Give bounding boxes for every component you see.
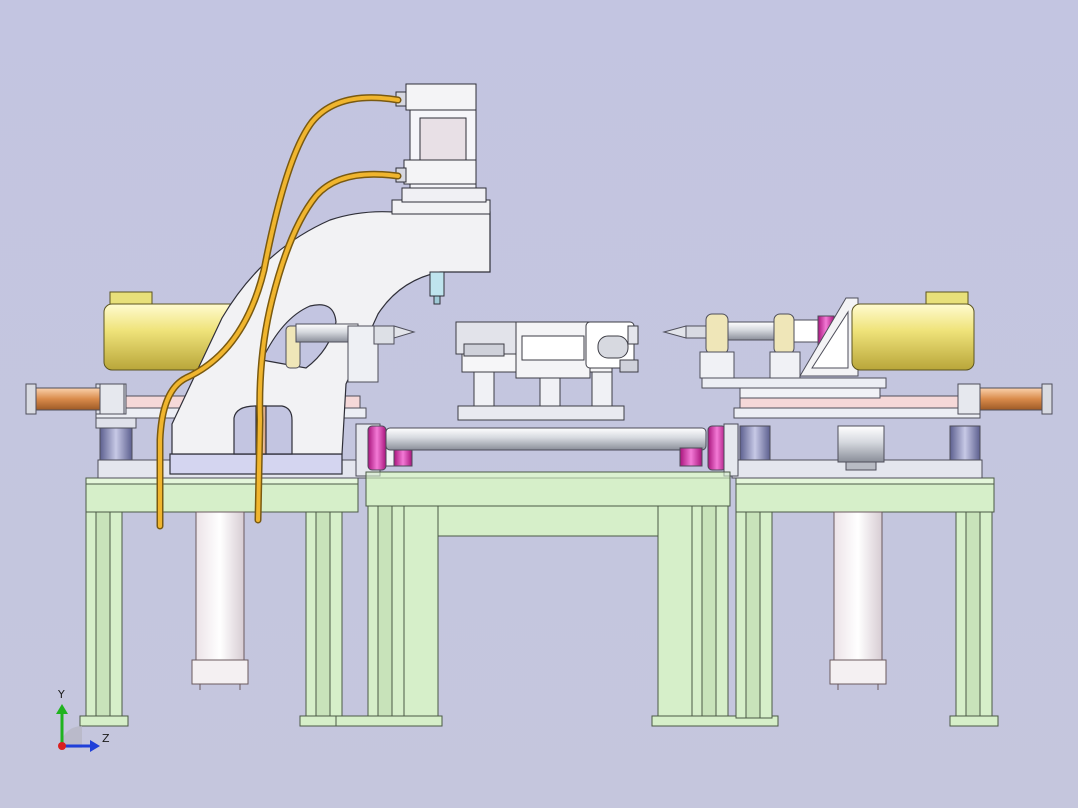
center-fixture: [455, 321, 639, 421]
front-beam: [365, 471, 731, 507]
z-axis-label: Z: [102, 732, 110, 745]
left-spindle: [285, 323, 416, 383]
x-axis-point: [58, 742, 66, 750]
z-axis-arrowhead: [90, 740, 100, 752]
right-spindle: [662, 313, 835, 379]
press-cylinder: [391, 83, 491, 305]
pneumatic-hoses: [156, 94, 402, 530]
y-axis-arrowhead: [56, 704, 68, 714]
left-vertical-cylinder: [191, 511, 249, 690]
right-vertical-cylinder: [829, 511, 887, 690]
y-axis-label: Y: [58, 688, 65, 701]
right-motor: [799, 291, 975, 377]
cross-shaft: [355, 423, 739, 477]
